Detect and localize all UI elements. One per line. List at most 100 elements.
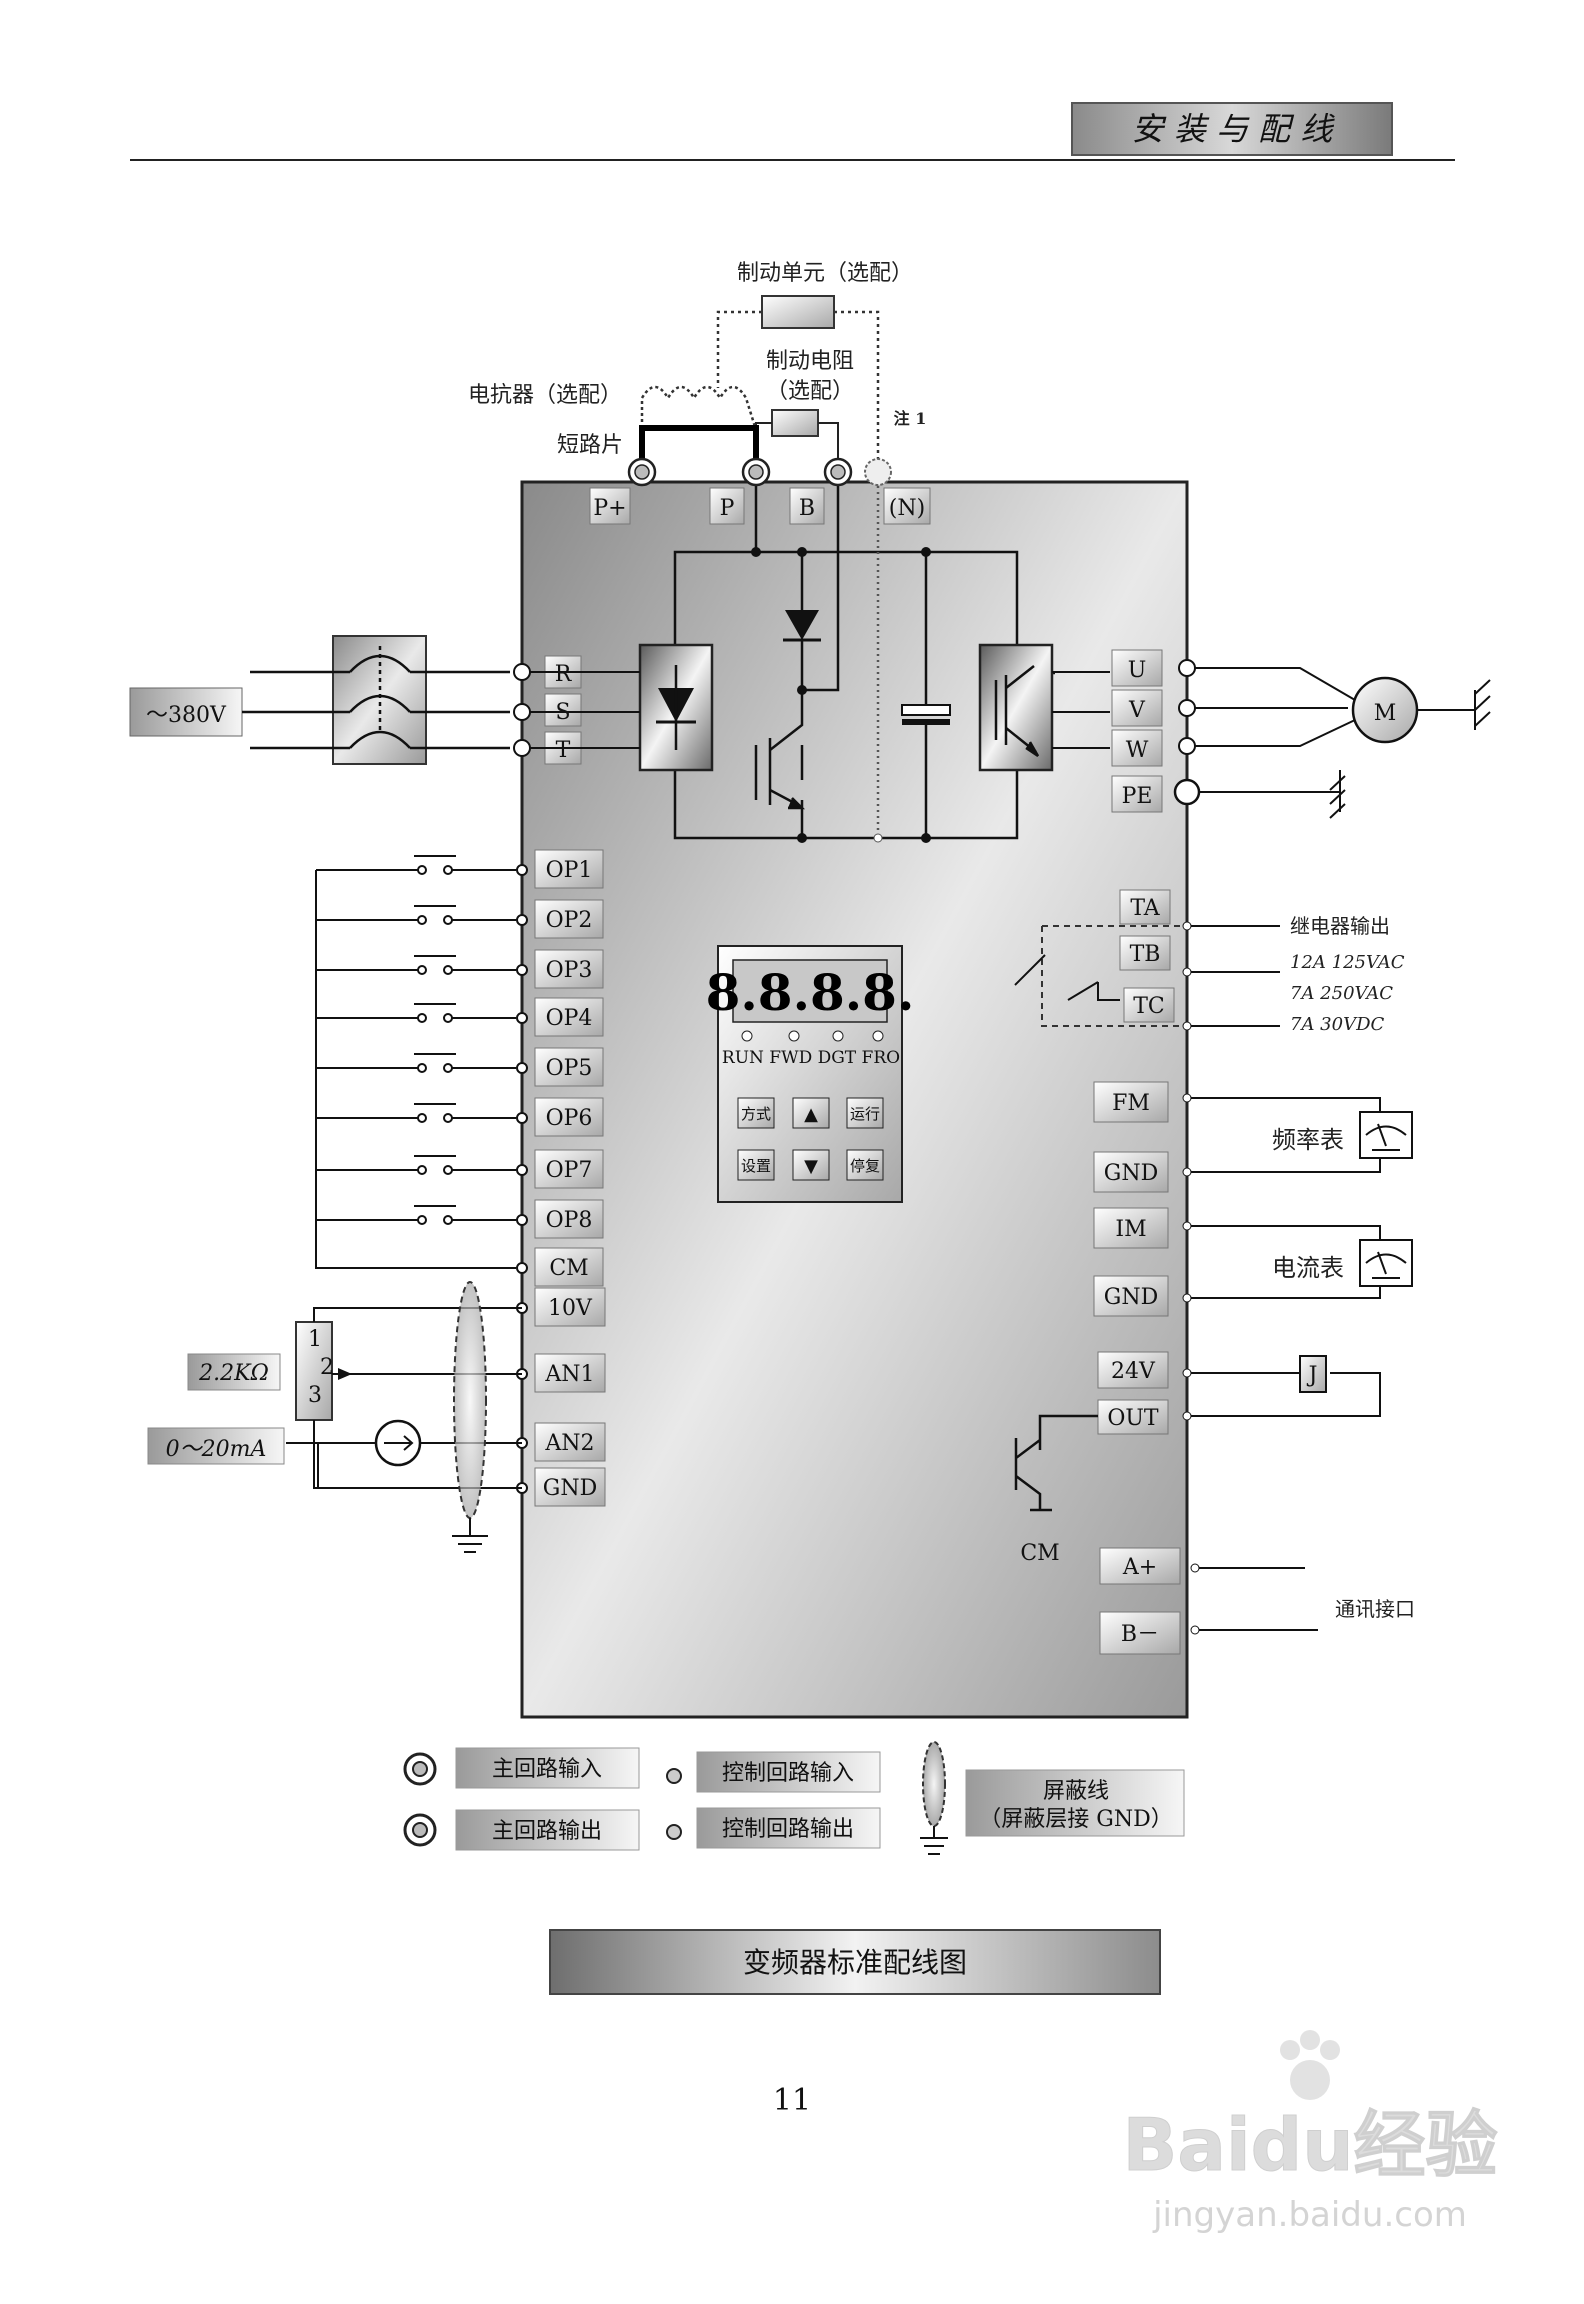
terminal-op2[interactable] [516,914,528,926]
label-op1: OP1 [546,858,593,883]
watermark-url: jingyan.baidu.com [1152,2195,1467,2235]
label-op3: OP3 [546,958,593,983]
op3-switch-contact-b [443,965,453,975]
key-mode[interactable] [737,1097,775,1129]
key-run[interactable] [846,1097,884,1129]
junction-n [873,833,883,843]
terminal-t[interactable] [513,739,531,757]
terminal-out[interactable] [1182,1411,1192,1421]
legend-main-output-label: 主回路输出 [492,1819,602,1844]
label-gnd: GND [543,1476,597,1501]
key-up[interactable] [792,1097,830,1129]
comm-wires [1199,1567,1318,1631]
digital-common-bus [315,870,516,1269]
label-t: T [556,738,571,763]
tile-10v [534,1287,606,1327]
motor-label: M [1374,701,1397,726]
relay-coil-icon [1299,1355,1327,1393]
terminal-b-minus[interactable] [1190,1625,1200,1635]
shield-ground-icon [452,1518,488,1553]
tile-p-plus [589,487,631,525]
caption-bar [549,1929,1161,1995]
op2-switch-contact-b [443,915,453,925]
terminal-im[interactable] [1182,1221,1192,1231]
freq-meter-label: 频率表 [1272,1126,1344,1154]
terminal-24v[interactable] [1182,1368,1192,1378]
label-b-minus: B－ [1121,1622,1159,1647]
freq-meter-icon [1359,1111,1413,1159]
junction-6 [921,833,931,843]
terminal-op8[interactable] [516,1214,528,1226]
terminal-n-circle[interactable] [864,458,892,486]
display-digits: 8.8.8.8. [706,963,915,1022]
key-stop-reset-label: 停复 [850,1157,880,1175]
legend-main-input-core [412,1761,428,1777]
legend-main-output-core [412,1822,428,1838]
legend-shield-icon [922,1741,946,1827]
label-im: IM [1115,1217,1146,1242]
watermark-logo: Baidu经验 [1123,2103,1498,2187]
tile-a-plus [1099,1547,1181,1585]
terminal-u[interactable] [1178,659,1196,677]
watermark: Baidu经验 jingyan.baidu.com [1122,2030,1498,2235]
terminal-a-plus[interactable] [1190,1563,1200,1573]
key-stop-reset[interactable] [846,1149,884,1181]
terminal-tb[interactable] [1182,967,1192,977]
op1-switch-contact-b [443,865,453,875]
label-tc: TC [1133,994,1165,1019]
legend-shield-tile [965,1769,1185,1837]
terminal-v[interactable] [1178,699,1196,717]
terminal-fm[interactable] [1182,1093,1192,1103]
terminal-op7[interactable] [516,1164,528,1176]
terminal-p-plus-core [634,464,650,480]
keypad-display [732,959,888,1023]
label-cm: CM [549,1256,588,1281]
terminal-op3[interactable] [516,964,528,976]
terminal-tc[interactable] [1182,1021,1192,1031]
brake-output-wire [802,486,840,692]
key-set[interactable] [737,1149,775,1181]
watermark-paw-toe-1 [1280,2040,1300,2060]
junction-3 [921,547,931,557]
keypad-panel: 8.8.8.8. RUN FWD DGT FRO 方式 ▲ 运行 设置 ▼ 停复 [706,945,915,1203]
terminal-r[interactable] [513,663,531,681]
braking-resistor [771,409,819,437]
tile-w [1111,729,1163,767]
label-op7: OP7 [546,1158,593,1183]
terminal-op4[interactable] [516,1012,528,1024]
terminal-op1[interactable] [516,864,528,876]
terminal-pe[interactable] [1173,778,1201,806]
relay-external-wires [1191,925,1280,1027]
brake-diode-icon [785,610,819,640]
shield-cable-icon [453,1281,487,1519]
terminal-op6[interactable] [516,1112,528,1124]
label-n: (N) [889,496,925,521]
tile-pe [1111,775,1163,813]
terminal-gnd-fm[interactable] [1182,1167,1192,1177]
terminal-cm[interactable] [516,1262,528,1274]
terminal-ta[interactable] [1182,921,1192,931]
key-down[interactable] [792,1149,830,1181]
op6-switch-contact-a [417,1113,427,1123]
tile-ta [1119,889,1171,925]
current-meter-needle [1365,1251,1407,1279]
output-internal-wires [1052,671,1110,749]
braking-resistor-label-1: 制动电阻 [766,349,854,374]
label-out: OUT [1107,1406,1159,1431]
section-title: 安 装 与 配 线 [1132,110,1336,148]
inverter-module [978,643,1054,772]
capacitor-plate-top [901,704,951,716]
terminal-gnd-im[interactable] [1182,1293,1192,1303]
op5-switch-contact-a [417,1063,427,1073]
reactor-label: 电抗器（选配） [468,383,622,408]
watermark-paw-toe-2 [1300,2030,1320,2050]
terminal-s[interactable] [513,703,531,721]
relay-coil-label: J [1307,1363,1318,1388]
terminal-op5[interactable] [516,1062,528,1074]
label-a-plus: A+ [1122,1555,1157,1580]
tile-gnd-fm [1093,1151,1169,1193]
terminal-w[interactable] [1178,737,1196,755]
op4-switch-contact-b [443,1013,453,1023]
motor-wires [1195,667,1356,793]
